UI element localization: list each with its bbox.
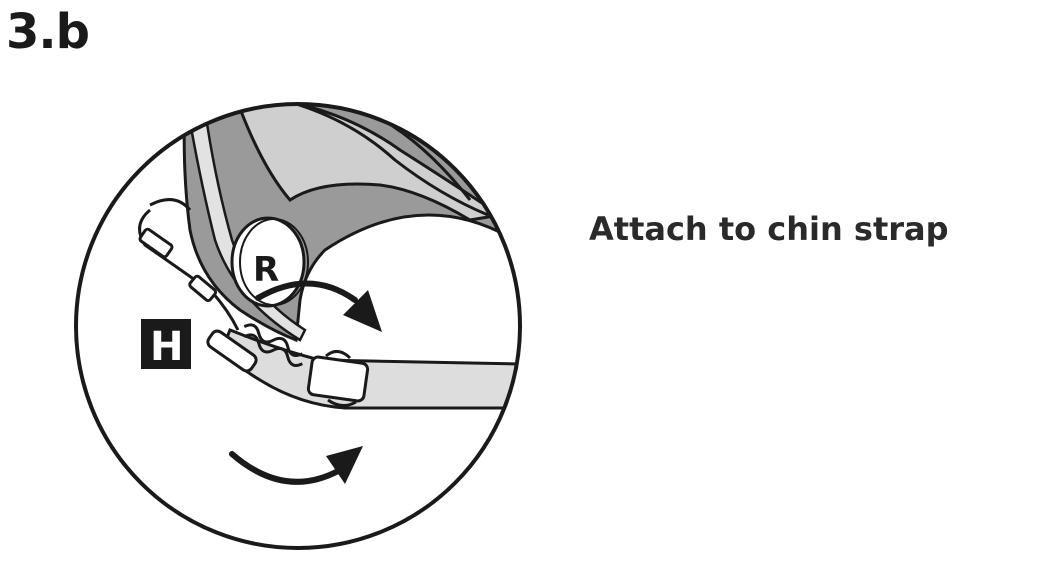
instruction-text: Attach to chin strap [589,210,949,248]
svg-text:H: H [150,324,183,370]
microphone-cable [138,208,240,331]
strap-buckle [306,350,370,407]
speaker-label-r: R [253,250,279,290]
magnifier-circle [74,102,522,550]
unit-label-h: H [141,319,191,370]
spring-clip [206,323,303,373]
rotate-arrow-upper [255,280,382,332]
rotate-arrow-lower [229,446,363,485]
magnified-view [138,104,520,410]
step-number: 3.b [6,4,90,60]
